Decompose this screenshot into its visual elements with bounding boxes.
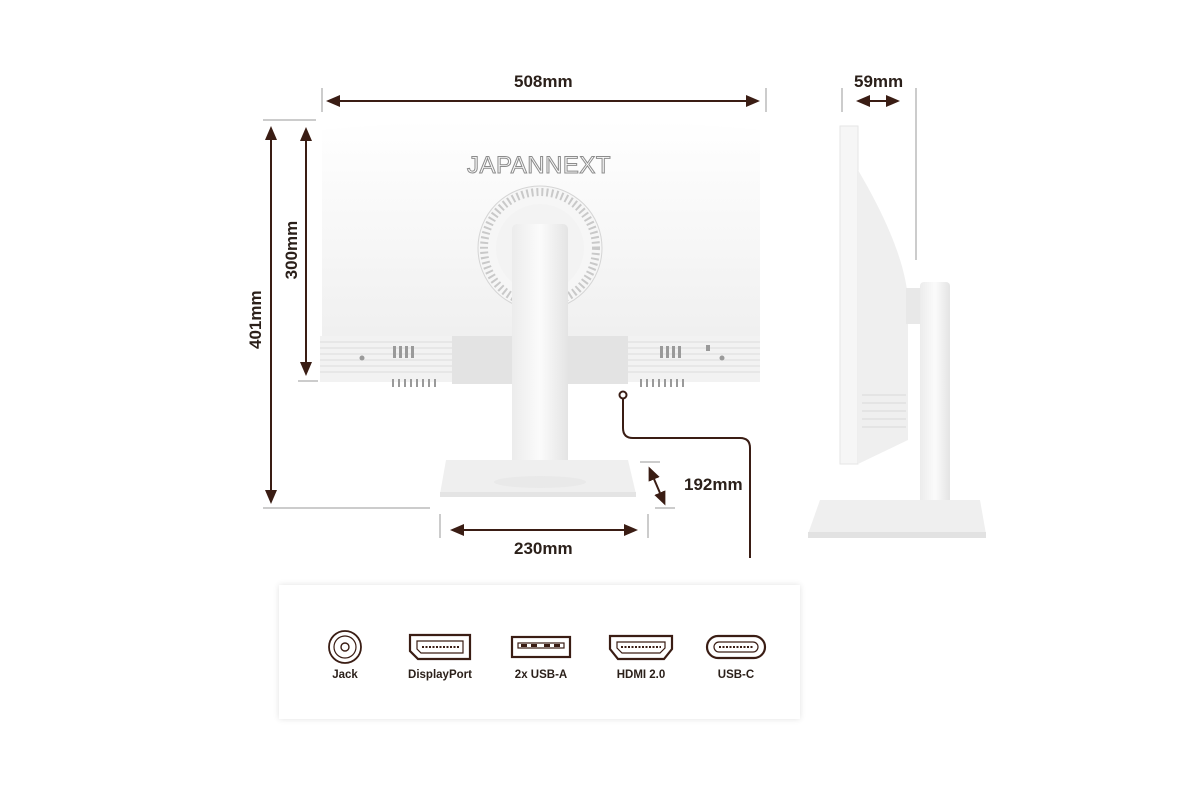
displayport-icon — [408, 633, 472, 661]
ports-panel: Jack DisplayPort 2x USB-A — [279, 585, 800, 719]
port-usb-c: USB-C — [691, 585, 781, 719]
usb-a-icon — [510, 635, 572, 659]
port-label-usb-c: USB-C — [717, 669, 755, 681]
dimension-lines — [265, 95, 900, 536]
side-stand-column — [920, 282, 950, 520]
monitor-rear-view — [320, 119, 760, 497]
port-hdmi: HDMI 2.0 — [596, 585, 686, 719]
vent-lines — [320, 341, 760, 373]
stand-column — [512, 224, 568, 486]
rear-port-marks — [359, 345, 725, 387]
port-label-usb-a: 2x USB-A — [514, 669, 568, 681]
dimension-width-label: 508mm — [514, 72, 573, 91]
hdmi-icon — [608, 634, 674, 661]
monitor-side-view — [808, 125, 986, 538]
port-label-hdmi: HDMI 2.0 — [616, 669, 666, 681]
dimension-total-height-label: 401mm — [246, 290, 265, 349]
io-callout-line — [618, 390, 751, 558]
dimension-base-depth-label: 192mm — [684, 475, 743, 494]
dimension-adjust-height-label: 300mm — [282, 220, 301, 280]
extension-lines — [263, 88, 917, 538]
port-label-displayport: DisplayPort — [408, 669, 472, 681]
port-jack: Jack — [300, 585, 390, 719]
dimension-depth-label: 59mm — [854, 72, 904, 91]
brand-logo: JAPANNEXT — [467, 152, 611, 179]
port-usb-a: 2x USB-A — [496, 585, 586, 719]
dimension-base-width-label: 230mm — [514, 539, 573, 558]
side-panel — [839, 125, 859, 465]
side-stand-base — [808, 500, 986, 534]
side-hinge — [906, 288, 920, 324]
port-label-jack: Jack — [332, 669, 358, 681]
audio-jack-icon — [328, 630, 362, 664]
side-housing — [858, 170, 908, 464]
usb-c-icon — [705, 634, 767, 660]
port-displayport: DisplayPort — [395, 585, 485, 719]
